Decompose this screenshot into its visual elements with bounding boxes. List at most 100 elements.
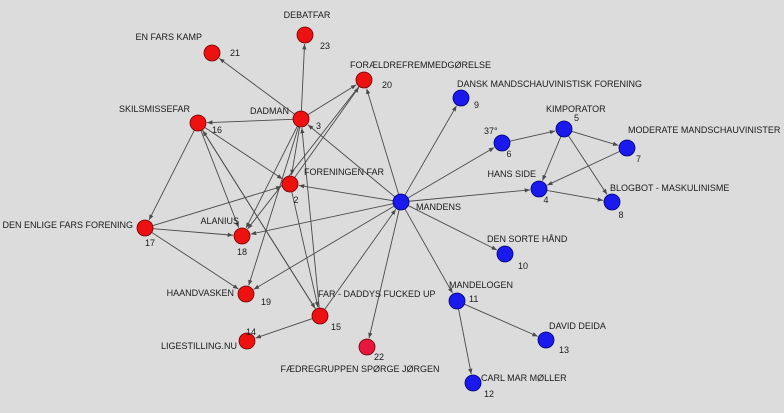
node-circle-8[interactable] — [603, 193, 621, 211]
node-circle-12[interactable] — [464, 374, 482, 392]
node-number-3: 3 — [316, 121, 321, 131]
node-6[interactable]: 37°6 — [484, 126, 512, 159]
node-circle-M[interactable] — [392, 193, 410, 211]
node-circle-15[interactable] — [311, 307, 329, 325]
node-circle-16[interactable] — [189, 114, 207, 132]
edge-3-20 — [307, 84, 357, 116]
node-13[interactable]: DAVID DEIDA 13 — [537, 321, 606, 355]
node-circle-3[interactable] — [292, 110, 310, 128]
edge-M-6 — [407, 147, 495, 199]
edge-16-17 — [148, 129, 195, 221]
node-circle-5[interactable] — [555, 120, 573, 138]
node-number-22: 22 — [374, 352, 384, 362]
node-number-20: 20 — [382, 80, 392, 90]
node-10[interactable]: DEN SORTE HÅND 10 — [487, 234, 568, 271]
node-number-17: 17 — [145, 238, 155, 248]
node-number-12: 12 — [484, 389, 494, 399]
node-number-21: 21 — [230, 48, 240, 58]
node-label-2: FORENINGEN FAR — [304, 167, 385, 177]
node-number-16: 16 — [212, 125, 222, 135]
edge-4-8 — [546, 189, 604, 202]
node-M[interactable]: MANDENS — [392, 193, 461, 212]
node-circle-4[interactable] — [530, 180, 548, 198]
edge-17-2 — [152, 186, 282, 227]
edge-17-18 — [152, 228, 234, 237]
node-label-7: MODERATE MANDSCHAUVINISTER — [628, 125, 781, 135]
node-circle-13[interactable] — [537, 331, 555, 349]
node-circle-17[interactable] — [136, 219, 154, 237]
node-circle-23[interactable] — [296, 26, 314, 44]
node-label-15: FAR - DADDYS FUCKED UP — [318, 289, 436, 299]
edge-15-3 — [300, 127, 320, 309]
node-label-3: DADMAN — [250, 106, 289, 116]
node-label-21: EN FARS KAMP — [135, 32, 202, 42]
node-number-10: 10 — [518, 261, 528, 271]
node-circle-22[interactable] — [358, 338, 376, 356]
edge-5-8 — [568, 135, 608, 195]
node-circle-14[interactable] — [238, 332, 256, 350]
node-label-M: MANDENS — [416, 202, 461, 212]
edge-M-11 — [404, 208, 453, 294]
node-circle-11[interactable] — [448, 292, 466, 310]
edge-11-13 — [464, 303, 538, 337]
edge-M-4 — [408, 188, 531, 202]
node-21[interactable]: EN FARS KAMP 21 — [135, 32, 240, 62]
node-label-19: HAANDVASKEN — [167, 288, 234, 298]
node-circle-21[interactable] — [203, 44, 221, 62]
edge-M-2 — [298, 184, 394, 202]
edge-3-18 — [245, 125, 298, 229]
edge-M-10 — [407, 205, 498, 251]
node-label-16: SKILSMISSEFAR — [119, 104, 191, 114]
node-circle-18[interactable] — [233, 227, 251, 245]
node-7[interactable]: MODERATE MANDSCHAUVINISTER 7 — [618, 125, 781, 164]
node-label-23: DEBATFAR — [284, 10, 331, 20]
node-16[interactable]: SKILSMISSEFAR 16 — [119, 104, 222, 135]
node-circle-9[interactable] — [452, 89, 470, 107]
node-number-5: 5 — [574, 113, 579, 123]
edge-2-15 — [291, 191, 319, 308]
node-label-10: DEN SORTE HÅND — [487, 234, 568, 244]
edge-3-23 — [300, 43, 307, 112]
node-15[interactable]: FAR - DADDYS FUCKED UP 15 — [311, 289, 436, 332]
edge-5-7 — [571, 130, 619, 146]
node-12[interactable]: CARL MAR MØLLER 12 — [464, 373, 567, 399]
edge-16-18 — [200, 130, 240, 228]
edge-M-18 — [250, 203, 394, 236]
node-label-12: CARL MAR MØLLER — [481, 373, 567, 383]
node-label-13: DAVID DEIDA — [549, 321, 606, 331]
node-circle-7[interactable] — [618, 139, 636, 157]
node-number-15: 15 — [331, 322, 341, 332]
node-circle-6[interactable] — [493, 134, 511, 152]
node-number-7: 7 — [636, 154, 641, 164]
node-circle-20[interactable] — [355, 71, 373, 89]
node-circle-2[interactable] — [281, 175, 299, 193]
node-label-17: DEN ENLIGE FARS FORENING — [2, 220, 133, 230]
edge-M-9 — [404, 105, 457, 196]
node-number-13: 13 — [559, 345, 569, 355]
node-circle-10[interactable] — [496, 245, 514, 263]
node-label-11: MANDELOGEN — [449, 280, 513, 290]
node-number-6: 6 — [506, 149, 511, 159]
node-label-8: BLOGBOT - MASKULINISME — [610, 183, 729, 193]
edge-3-2 — [290, 126, 301, 176]
edge-layer — [148, 43, 620, 375]
node-circle-19[interactable] — [237, 285, 255, 303]
node-3[interactable]: DADMAN 3 — [250, 106, 321, 131]
edge-7-4 — [546, 150, 620, 186]
node-17[interactable]: DEN ENLIGE FARS FORENING 17 — [2, 219, 155, 248]
